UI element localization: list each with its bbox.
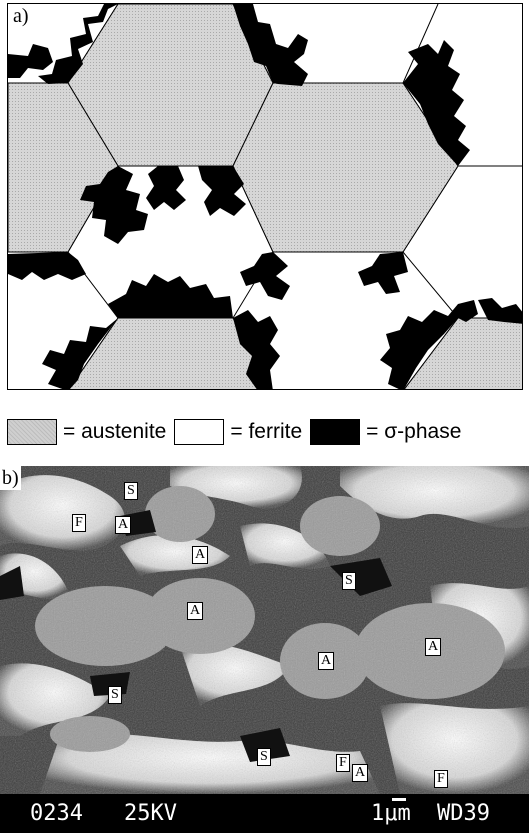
sem-micrograph-panel: b) S F A A S A S A A S F A F 0234 25KV 1… bbox=[0, 466, 529, 833]
legend-ferrite: = ferrite bbox=[174, 419, 302, 445]
legend-sigma: = σ-phase bbox=[310, 419, 461, 445]
panel-b-label: b) bbox=[0, 466, 21, 490]
image-number: 0234 bbox=[30, 801, 83, 826]
phase-label-austenite: A bbox=[115, 516, 131, 534]
austenite-label: = austenite bbox=[63, 420, 166, 444]
phase-label-austenite: A bbox=[352, 764, 368, 782]
phase-legend: = austenite = ferrite = σ-phase bbox=[7, 415, 523, 449]
working-distance: WD39 bbox=[437, 801, 490, 826]
phase-label-austenite: A bbox=[187, 602, 203, 620]
legend-austenite: = austenite bbox=[7, 419, 166, 445]
phase-label-ferrite: F bbox=[434, 770, 448, 788]
ferrite-swatch bbox=[174, 419, 224, 445]
schematic-diagram bbox=[8, 4, 523, 390]
phase-label-ferrite: F bbox=[336, 754, 350, 772]
phase-label-sigma: S bbox=[342, 572, 356, 590]
accelerating-voltage: 25KV bbox=[124, 801, 177, 826]
scale-bar-label: 1μm bbox=[371, 801, 411, 826]
phase-label-sigma: S bbox=[257, 748, 271, 766]
phase-label-ferrite: F bbox=[72, 514, 86, 532]
phase-label-austenite: A bbox=[192, 546, 208, 564]
sigma-label: = σ-phase bbox=[366, 420, 461, 444]
panel-a-label: a) bbox=[11, 4, 31, 28]
scale-bar bbox=[392, 798, 406, 801]
phase-label-austenite: A bbox=[425, 638, 441, 656]
sem-info-bar: 0234 25KV 1μm WD39 bbox=[0, 794, 529, 833]
schematic-panel: a) bbox=[7, 3, 523, 390]
phase-label-sigma: S bbox=[108, 686, 122, 704]
sigma-swatch bbox=[310, 419, 360, 445]
austenite-swatch bbox=[7, 419, 57, 445]
ferrite-label: = ferrite bbox=[230, 420, 302, 444]
phase-label-sigma: S bbox=[124, 482, 138, 500]
phase-label-austenite: A bbox=[318, 652, 334, 670]
